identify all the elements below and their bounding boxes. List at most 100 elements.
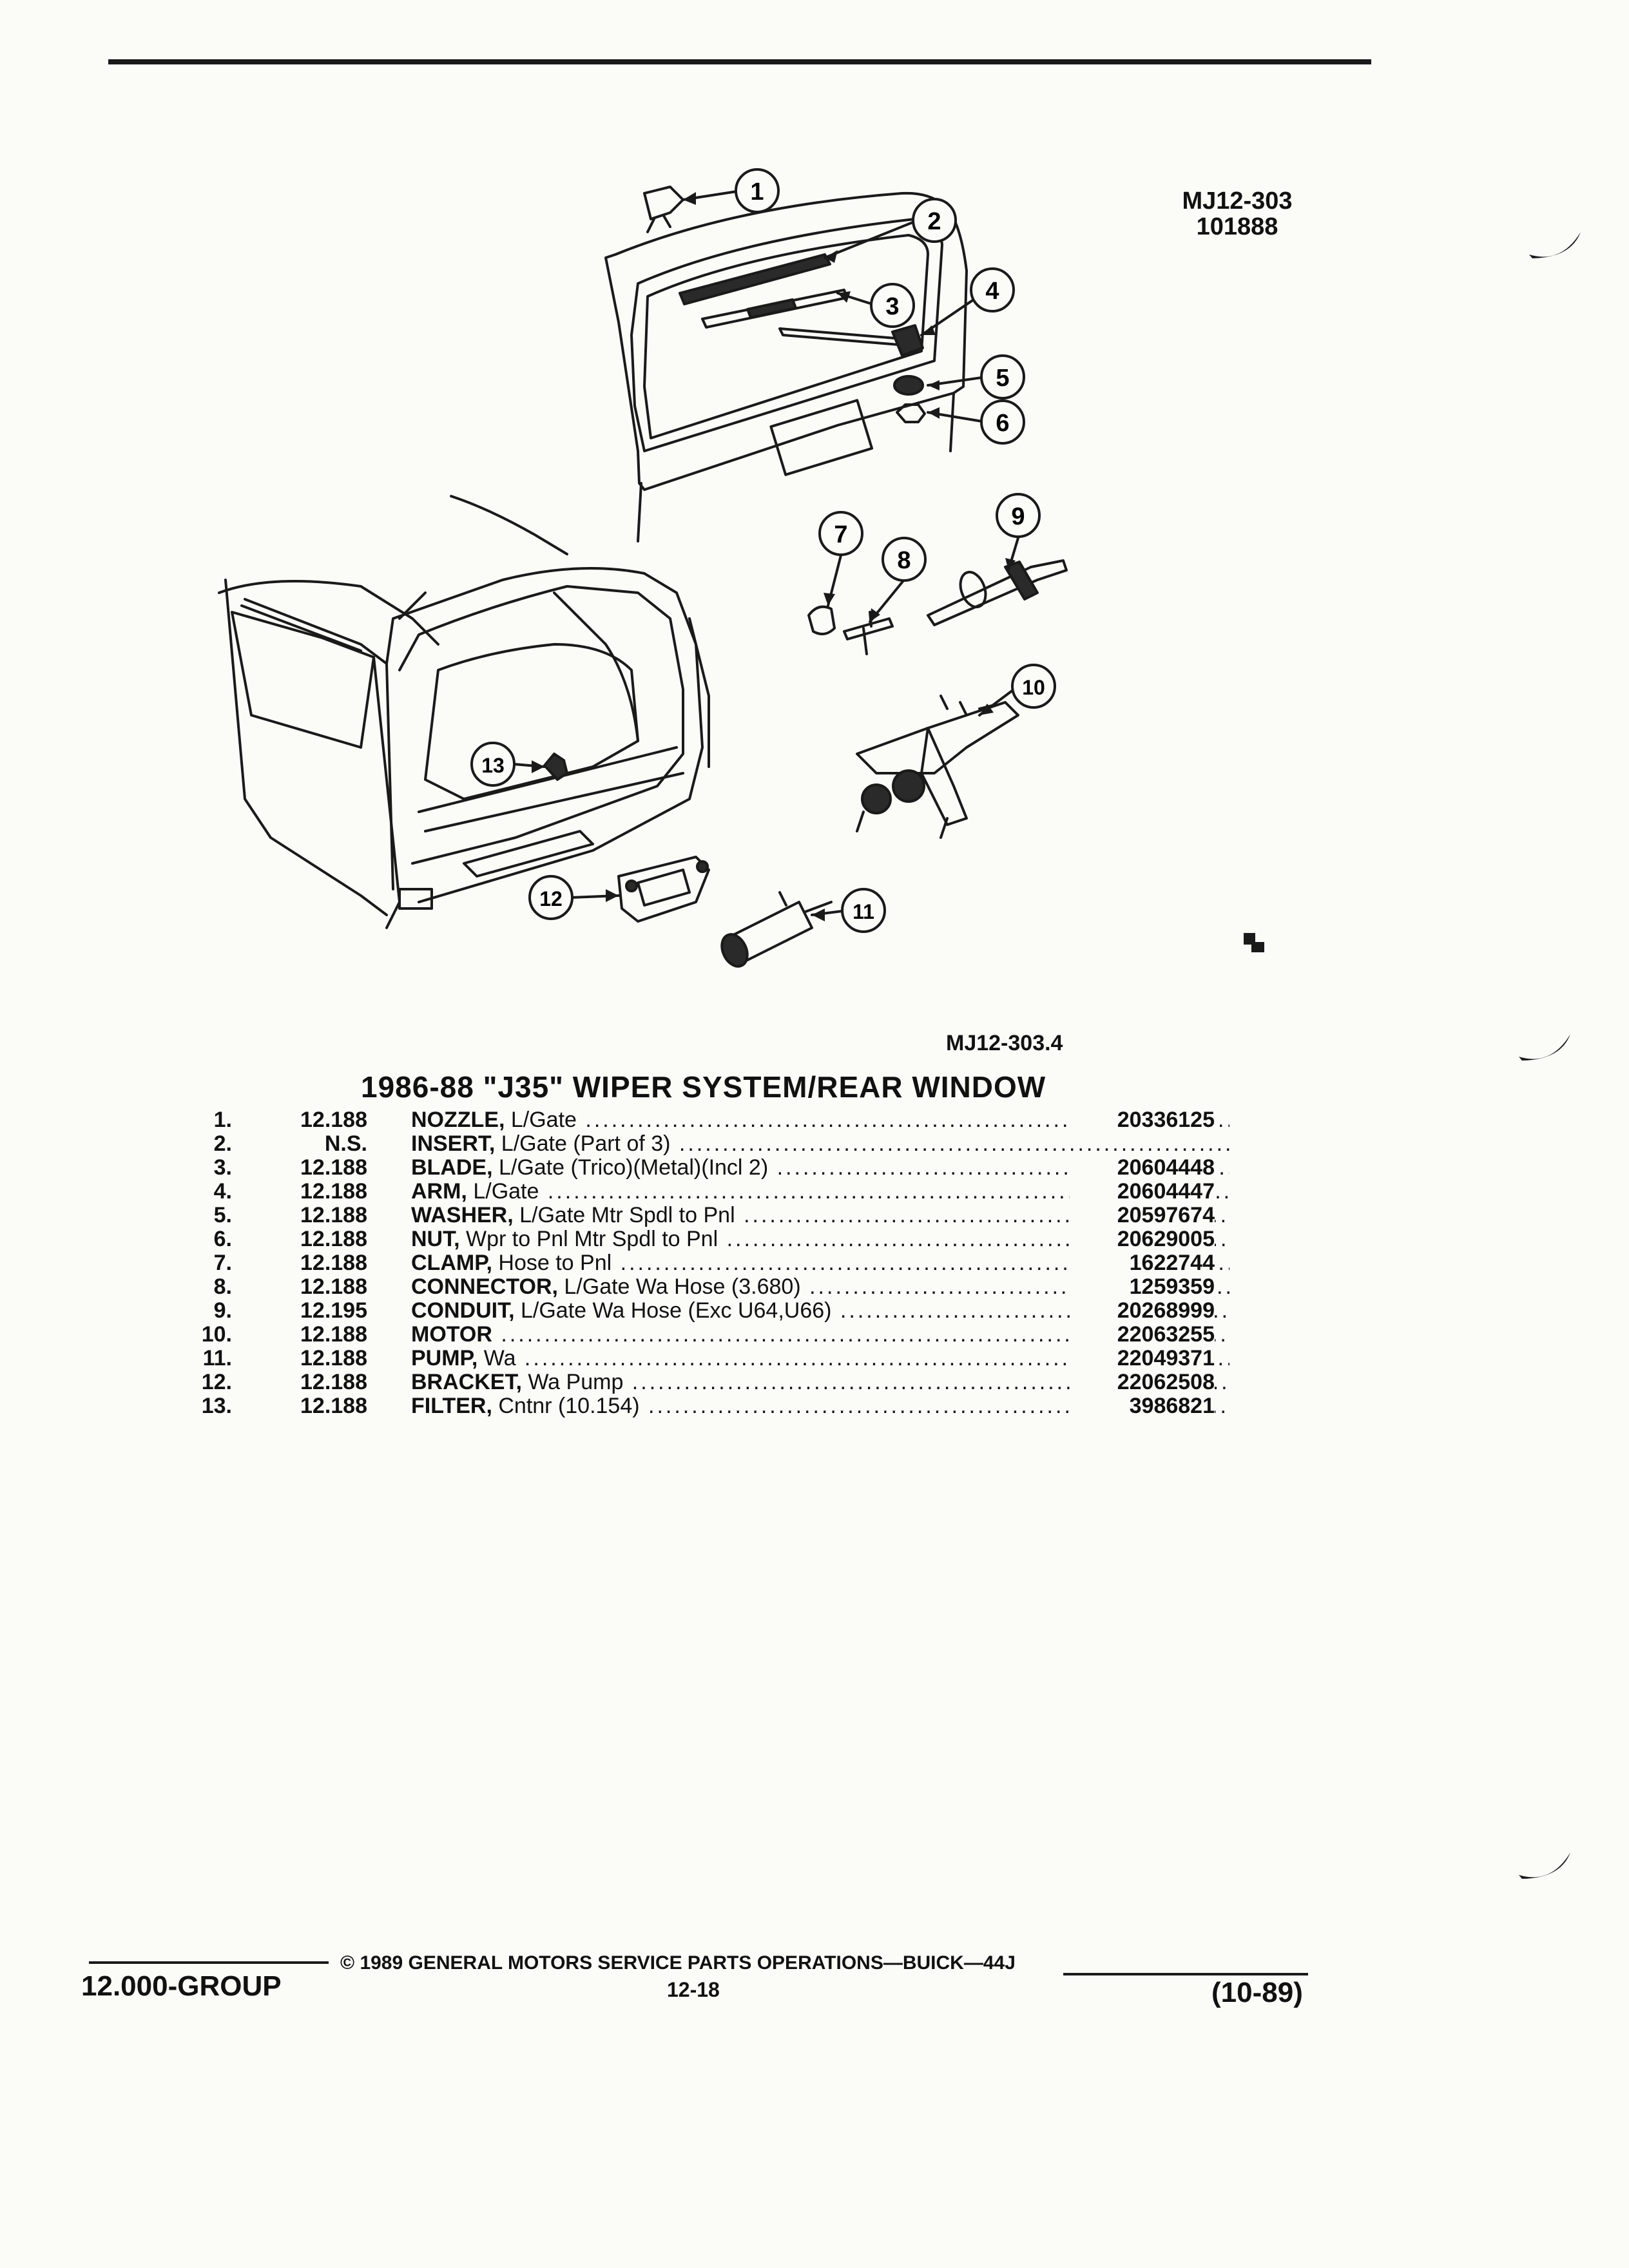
group-number: 12.188 bbox=[300, 1370, 367, 1394]
arm-part-drawing bbox=[778, 324, 924, 357]
item-number: 7. bbox=[213, 1251, 232, 1275]
group-number: N.S. bbox=[324, 1131, 367, 1156]
part-detail: Wa bbox=[477, 1347, 516, 1370]
part-detail: L/Gate bbox=[467, 1180, 539, 1204]
part-detail: Wpr to Pnl Mtr Spdl to Pnl bbox=[459, 1227, 718, 1251]
part-name: WASHER, bbox=[411, 1204, 514, 1227]
header-ref-date: 101888 bbox=[1196, 213, 1278, 240]
part-name: NOZZLE, bbox=[411, 1108, 505, 1132]
part-number: 1622744 bbox=[1070, 1251, 1215, 1275]
header-rule bbox=[108, 59, 1371, 64]
part-detail: L/Gate (Part of 3) bbox=[495, 1132, 671, 1156]
item-number: 6. bbox=[213, 1227, 232, 1251]
item-number: 4. bbox=[213, 1179, 232, 1204]
callout-3: 3 bbox=[870, 283, 915, 328]
group-number: 12.188 bbox=[300, 1227, 367, 1251]
part-number: 20336125 bbox=[1070, 1108, 1215, 1132]
group-number: 12.188 bbox=[300, 1179, 367, 1204]
clamp-part-drawing bbox=[807, 605, 836, 635]
callout-6: 6 bbox=[980, 399, 1025, 445]
group-number: 12.188 bbox=[300, 1322, 367, 1347]
parts-row: 2.N.S.INSERT, L/Gate (Part of 3) .......… bbox=[180, 1131, 1229, 1156]
part-name: ARM, bbox=[411, 1180, 467, 1204]
callout-11: 11 bbox=[841, 888, 886, 933]
item-number: 13. bbox=[201, 1394, 232, 1418]
pump-part-drawing bbox=[720, 891, 833, 968]
callout-4: 4 bbox=[970, 267, 1015, 312]
nozzle-part-drawing bbox=[643, 186, 684, 233]
callout-label: 6 bbox=[996, 410, 1009, 437]
part-number: 20629005 bbox=[1070, 1227, 1215, 1251]
callout-5: 5 bbox=[980, 354, 1025, 399]
blade-part-drawing bbox=[679, 253, 848, 329]
bracket-part-drawing bbox=[617, 856, 710, 923]
group-number: 12.188 bbox=[300, 1274, 367, 1299]
callout-label: 11 bbox=[853, 900, 874, 923]
item-number: 9. bbox=[213, 1298, 232, 1323]
part-detail: L/Gate (Trico)(Metal)(Incl 2) bbox=[492, 1156, 769, 1180]
part-name: PUMP, bbox=[411, 1347, 478, 1370]
header-ref-code: MJ12-303 bbox=[1182, 187, 1293, 215]
part-number: 20604447 bbox=[1070, 1180, 1215, 1204]
callout-7: 7 bbox=[818, 511, 863, 556]
vehicle-body-drawing bbox=[218, 495, 710, 929]
part-number: 20597674 bbox=[1070, 1204, 1215, 1227]
item-number: 5. bbox=[213, 1203, 232, 1227]
page-mark-icon bbox=[1244, 933, 1264, 952]
footer-copyright: © 1989 GENERAL MOTORS SERVICE PARTS OPER… bbox=[340, 1952, 1016, 1974]
item-number: 2. bbox=[213, 1131, 232, 1156]
part-number: 22063255 bbox=[1070, 1323, 1215, 1347]
footer-page-number: 12-18 bbox=[667, 1978, 720, 2001]
part-name: NUT, bbox=[411, 1227, 460, 1251]
callout-13: 13 bbox=[470, 742, 516, 787]
item-number: 1. bbox=[213, 1108, 232, 1132]
part-detail: Cntnr (10.154) bbox=[492, 1394, 640, 1418]
footer-rule-left bbox=[89, 1961, 329, 1964]
part-name: CONDUIT, bbox=[411, 1299, 515, 1323]
conduit-part-drawing bbox=[927, 559, 1068, 626]
nut-part-drawing bbox=[896, 403, 926, 423]
part-name: CONNECTOR, bbox=[411, 1275, 558, 1299]
footer-rule-right bbox=[1063, 1973, 1308, 1975]
item-number: 11. bbox=[202, 1346, 232, 1370]
group-number: 12.188 bbox=[300, 1155, 367, 1180]
item-number: 8. bbox=[213, 1274, 232, 1299]
part-detail: Wa Pump bbox=[521, 1370, 624, 1394]
exploded-parts-diagram: 1 2 3 4 5 6 7 8 9 10 11 12 13 bbox=[218, 168, 1264, 968]
callout-label: 1 bbox=[750, 178, 764, 206]
callout-label: 3 bbox=[885, 293, 899, 320]
group-number: 12.195 bbox=[300, 1298, 367, 1323]
part-detail: L/Gate bbox=[505, 1108, 577, 1132]
group-number: 12.188 bbox=[300, 1394, 367, 1418]
motor-part-drawing bbox=[856, 695, 1019, 839]
part-number: 22049371 bbox=[1070, 1347, 1215, 1370]
part-number: 22062508 bbox=[1070, 1370, 1215, 1394]
part-detail: Hose to Pnl bbox=[492, 1251, 612, 1275]
callout-label: 9 bbox=[1011, 503, 1025, 530]
item-number: 3. bbox=[213, 1155, 232, 1180]
footer-group: 12.000-GROUP bbox=[81, 1970, 282, 2002]
washer-part-drawing bbox=[893, 375, 924, 396]
callout-label: 12 bbox=[539, 887, 563, 910]
part-name: CLAMP, bbox=[411, 1251, 492, 1275]
part-name: INSERT, bbox=[411, 1132, 496, 1156]
group-number: 12.188 bbox=[300, 1108, 367, 1132]
callout-label: 10 bbox=[1022, 676, 1045, 699]
part-name: FILTER, bbox=[411, 1394, 492, 1418]
item-number: 12. bbox=[201, 1370, 232, 1394]
liftgate-drawing bbox=[604, 191, 968, 543]
callout-12: 12 bbox=[528, 875, 574, 920]
group-number: 12.188 bbox=[300, 1203, 367, 1227]
part-number: 20604448 bbox=[1070, 1156, 1215, 1180]
callout-10: 10 bbox=[1011, 664, 1056, 709]
